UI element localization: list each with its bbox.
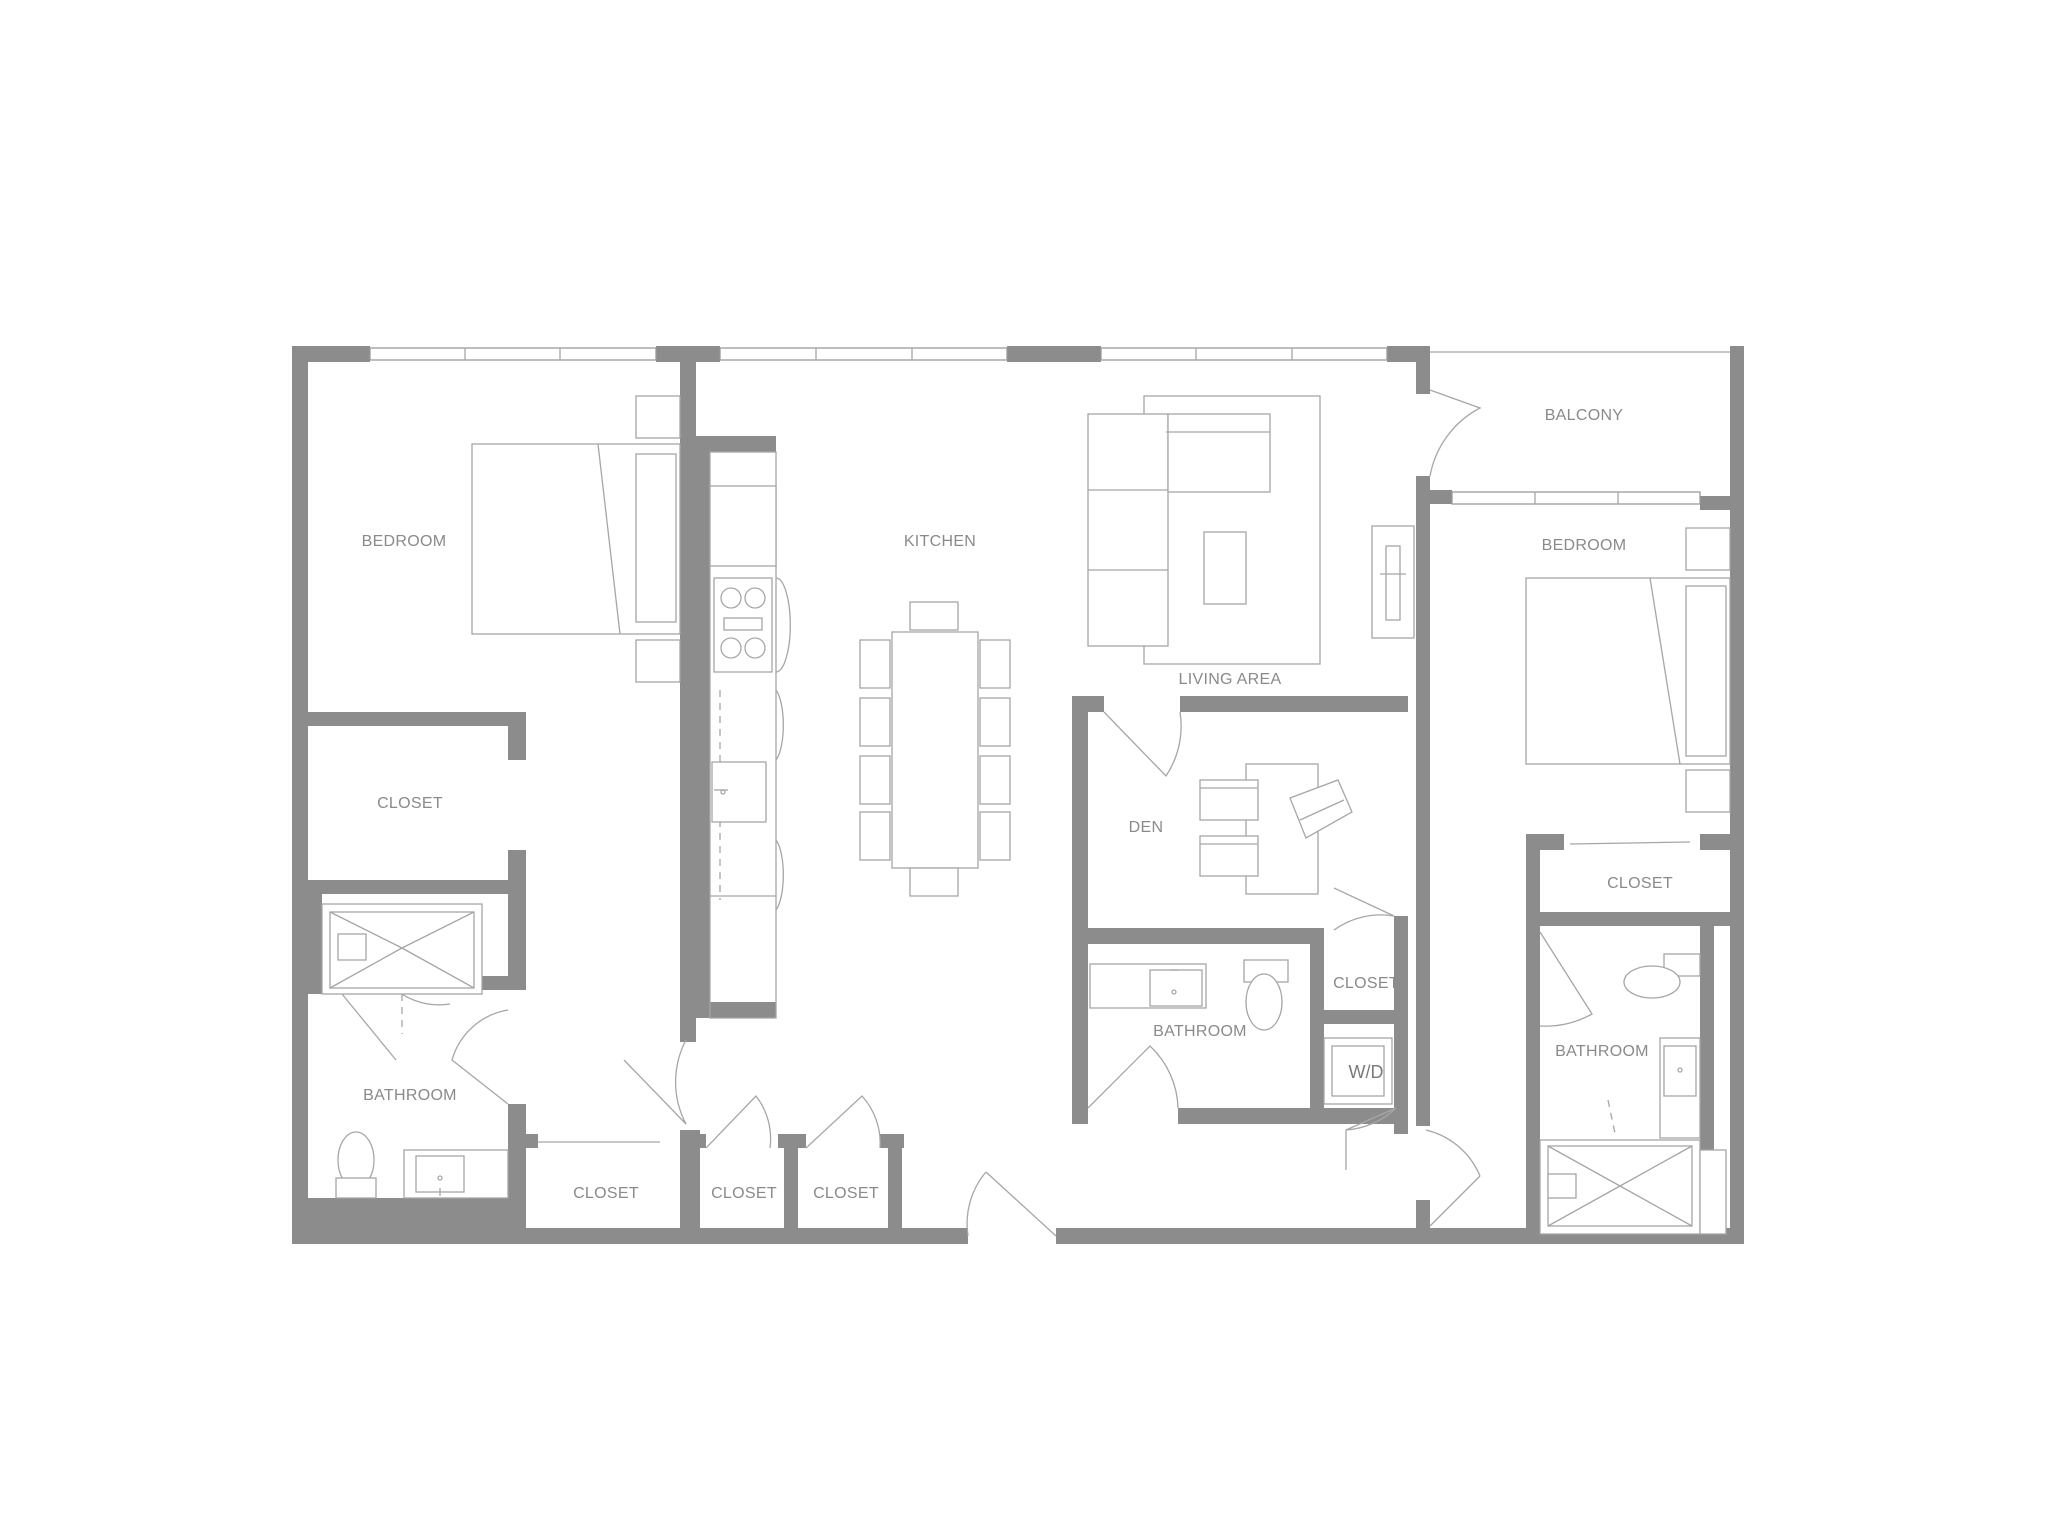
bath-left-fixtures xyxy=(321,903,509,1199)
label-closet-bottom-1: CLOSET xyxy=(573,1185,639,1202)
label-bathroom-left: BATHROOM xyxy=(363,1087,457,1104)
label-bathroom-right: BATHROOM xyxy=(1555,1043,1649,1060)
label-balcony: BALCONY xyxy=(1545,407,1624,424)
label-den: DEN xyxy=(1129,819,1164,836)
dining-table xyxy=(859,601,1011,897)
label-bathroom-middle: BATHROOM xyxy=(1153,1023,1247,1040)
label-washer-dryer: W/D xyxy=(1349,1062,1384,1082)
bed-left xyxy=(471,395,681,683)
bed-right xyxy=(1525,527,1731,813)
windows xyxy=(369,347,1730,505)
label-bedroom-left: BEDROOM xyxy=(362,533,447,550)
label-kitchen: KITCHEN xyxy=(904,533,976,550)
bath-right-fixtures xyxy=(1539,953,1727,1235)
doors xyxy=(341,389,1691,1237)
label-closet-bottom-2: CLOSET xyxy=(711,1185,777,1202)
kitchen-counter xyxy=(709,451,791,1019)
label-closet-den: CLOSET xyxy=(1333,975,1399,992)
label-living-area: LIVING AREA xyxy=(1179,671,1282,688)
label-closet-bottom-3: CLOSET xyxy=(813,1185,879,1202)
walls xyxy=(292,346,1744,1244)
label-closet-left: CLOSET xyxy=(377,795,443,812)
label-bedroom-right: BEDROOM xyxy=(1542,537,1627,554)
bath-middle-fixtures xyxy=(1089,959,1289,1031)
washer-dryer xyxy=(1323,1037,1393,1105)
den-furniture xyxy=(1199,763,1353,895)
room-labels: BEDROOM KITCHEN LIVING AREA BALCONY BEDR… xyxy=(362,407,1673,1202)
living-furniture xyxy=(1087,395,1415,665)
label-closet-right: CLOSET xyxy=(1607,875,1673,892)
